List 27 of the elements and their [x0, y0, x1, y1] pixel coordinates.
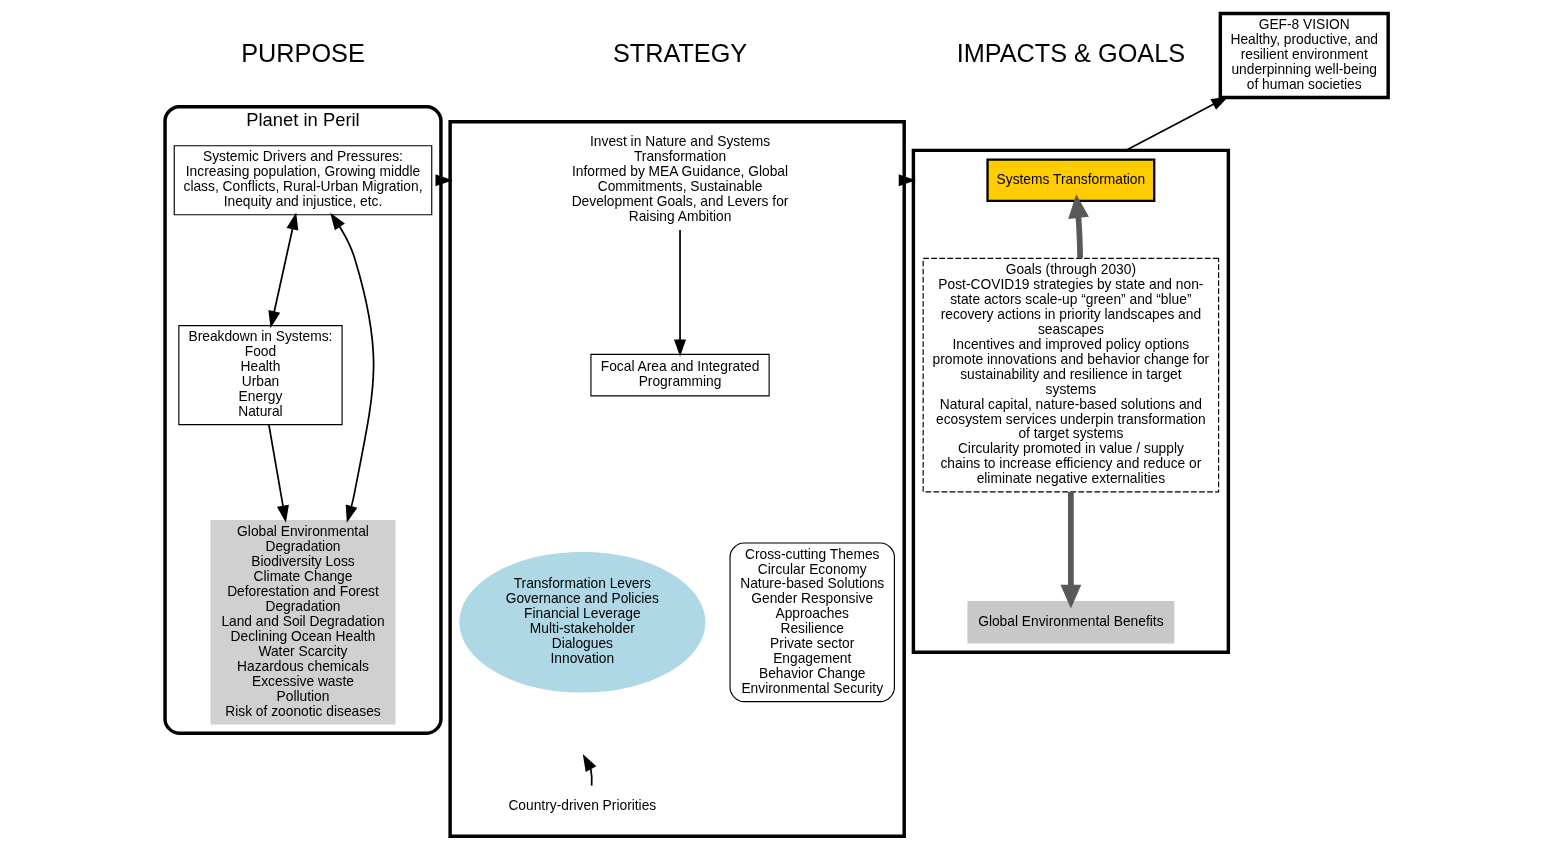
node-box: Breakdown in Systems: Food Health Urban Energy Natural	[178, 324, 343, 425]
node-box: Systemic Drivers and Pressures: Increasing population, Growing middle class, Conflicts, Rural-Urban Migration, Inequity and injustice, etc.	[173, 144, 433, 215]
arrow	[435, 173, 453, 186]
node-text: Country-driven Priorities	[508, 797, 657, 813]
arrow	[1124, 95, 1229, 151]
node-box: Systems Transformation	[986, 157, 1156, 202]
node-box: Cross-cutting Themes Circular Economy Nature-based Solutions Gender Responsive Approaches Resilience Private sector Engagement Behavior Change Environmental Security	[729, 541, 895, 702]
node-box: Global Environmental Benefits	[967, 600, 1175, 644]
label: IMPACTS & GOALS	[956, 38, 1186, 67]
arrow	[674, 228, 687, 357]
arrow	[1068, 193, 1089, 258]
node-box: GEF-8 VISION Healthy, productive, and resilient environment underpinning well-being of human societies	[1218, 11, 1390, 99]
node-box: Goals (through 2030) Post-COVID19 strategies by state and non-state actors scale-up “green” and “blue” recovery actions in priority landscapes and seascapes Incentives and improved policy options promote innovations and behavior change for sustainability and resilience in target systems Natural capital, nature-based solutions and ecosystem services underpin transformation of target systems Circularity promoted in value / supply chains to increase efficiency and reduce or eliminate negative externalities	[922, 257, 1220, 492]
arrow	[330, 212, 375, 523]
arrow	[268, 211, 299, 328]
node-text: Invest in Nature and Systems Transformation Informed by MEA Guidance, Global Commitments, Sustainable Development Goals, and Levers for Raising Ambition	[571, 133, 789, 224]
label: PURPOSE	[241, 38, 365, 67]
arrow	[268, 423, 289, 523]
node-ellipse: Transformation Levers Governance and Policies Financial Leverage Multi-stakeholder Dialogues Innovation	[459, 551, 706, 693]
node-box: Focal Area and Integrated Programming	[590, 353, 770, 396]
node-box: Global Environmental Degradation Biodiversity Loss Climate Change Deforestation and Forest Degradation Land and Soil Degradation Declining Ocean Health Water Scarcity Hazardous chemicals Excessive waste Pollution Risk of zoonotic diseases	[210, 519, 396, 725]
arrow	[1060, 491, 1082, 609]
label: STRATEGY	[612, 38, 748, 67]
cluster	[448, 119, 906, 838]
arrow	[898, 173, 916, 186]
cluster	[911, 148, 1231, 654]
arrow	[582, 753, 597, 786]
